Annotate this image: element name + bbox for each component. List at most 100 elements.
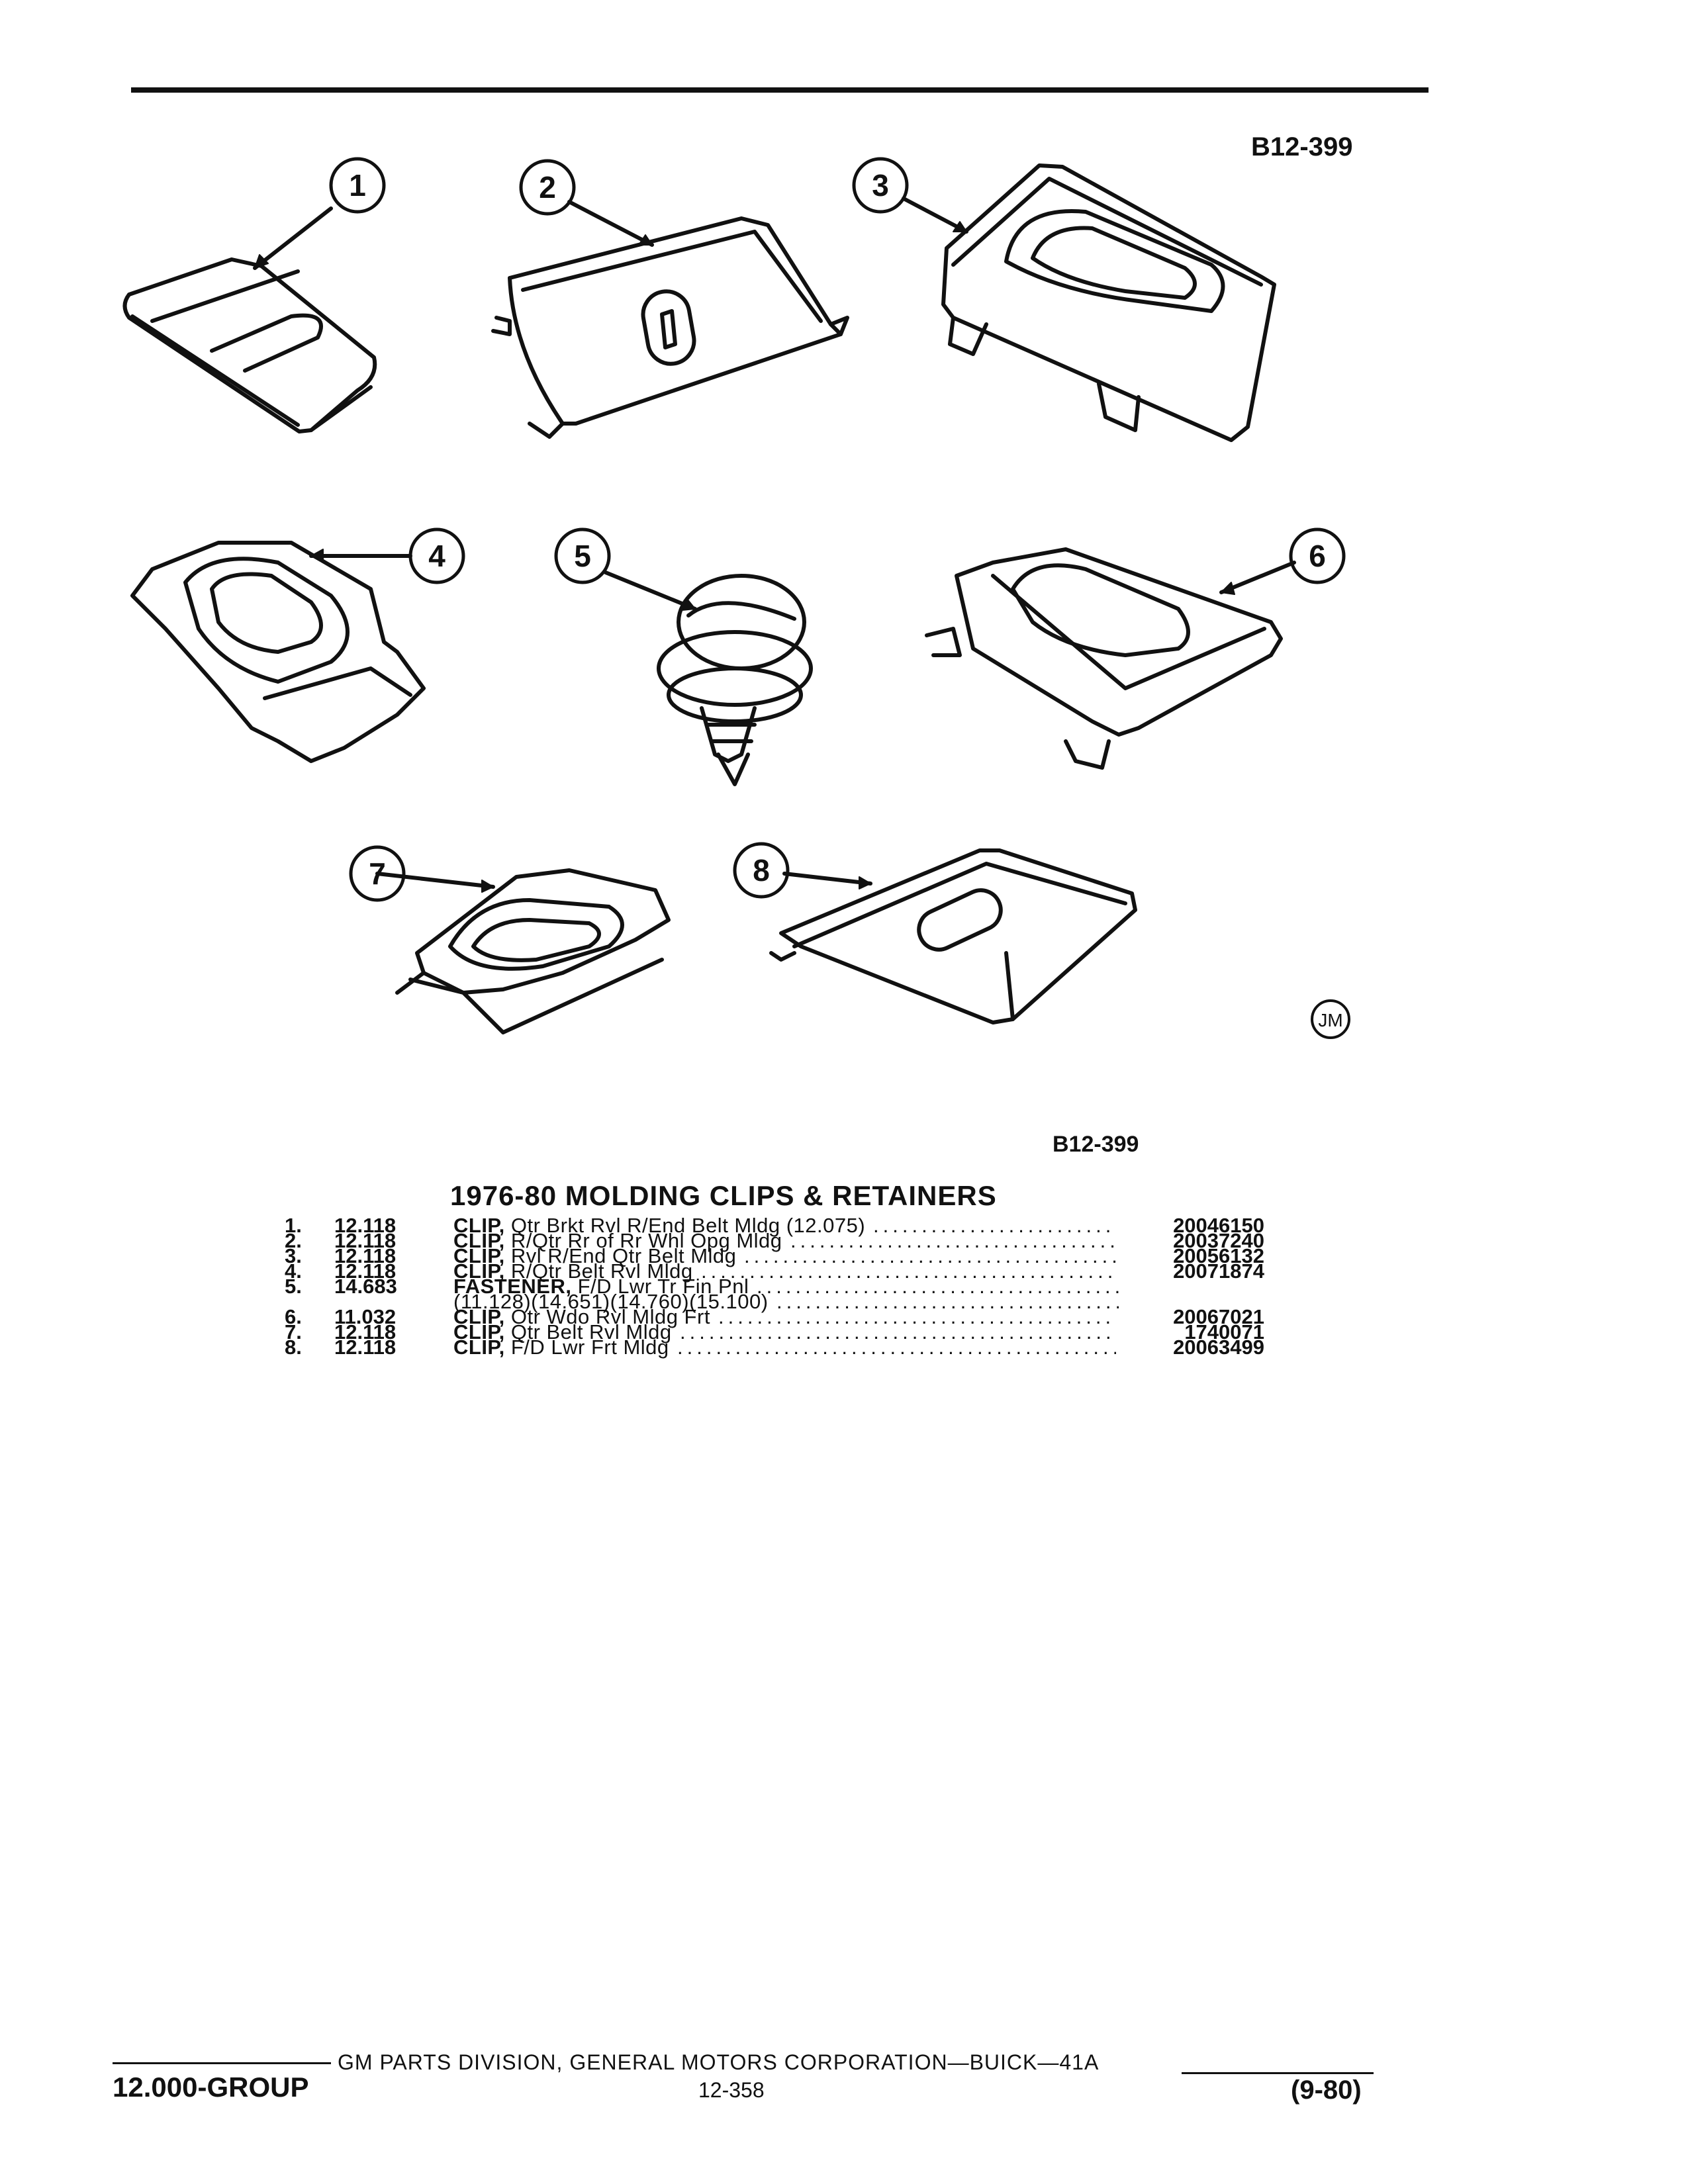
item-number: 3. — [285, 1244, 302, 1267]
group-number: 12.118 — [334, 1320, 397, 1343]
part-keyword: CLIP, — [453, 1336, 505, 1359]
figure-code-top: B12-399 — [1251, 132, 1353, 161]
part-description-text: F/D Lwr Tr Fin Pnl — [571, 1275, 749, 1298]
group-number: 12.118 — [334, 1259, 397, 1283]
part-description: FASTENER, F/D Lwr Tr Fin Pnl — [453, 1276, 749, 1297]
callout-label-4: 4 — [428, 539, 445, 573]
dot-leader: ........................................… — [776, 1294, 1119, 1310]
callout-label-3: 3 — [872, 168, 889, 203]
part-5-drawing — [604, 570, 813, 786]
part-description-text: (11.128)(14.651)(14.760)(15.100) — [453, 1290, 769, 1313]
artist-mark-label: JM — [1318, 1010, 1342, 1030]
dot-leader: ........................................… — [677, 1340, 1116, 1355]
part-7-drawing — [375, 868, 671, 1034]
group-number: 12.118 — [334, 1336, 397, 1359]
part-number: 20056132 — [1173, 1244, 1264, 1267]
dot-leader: ........................................… — [718, 1309, 1116, 1325]
dot-leader: ..................................... — [873, 1218, 1116, 1234]
part-6-drawing — [925, 547, 1296, 770]
footer-rule-right — [1182, 2072, 1374, 2074]
parts-row: (11.128)(14.651)(14.760)(15.100)........… — [285, 1291, 1264, 1312]
part-keyword: CLIP, — [453, 1259, 505, 1283]
part-description: CLIP, R/Qtr Belt Rvl Mldg — [453, 1261, 693, 1281]
callout-circle-7 — [349, 845, 406, 902]
dot-leader: ........................................… — [680, 1324, 1116, 1340]
callout-circle-8 — [733, 842, 790, 899]
callout-label-7: 7 — [369, 856, 386, 891]
group-number: 11.032 — [334, 1305, 397, 1328]
part-keyword: FASTENER, — [453, 1275, 572, 1298]
part-description: CLIP, F/D Lwr Frt Mldg — [453, 1337, 669, 1357]
artist-mark-circle — [1311, 999, 1350, 1039]
parts-row: 4. 12.118 CLIP, R/Qtr Belt Rvl Mldg 2007187… — [285, 1259, 1264, 1283]
callout-label-6: 6 — [1309, 539, 1326, 573]
part-description: (11.128)(14.651)(14.760)(15.100) — [453, 1291, 769, 1312]
part-description-text: Otr Wdo Rvl Mldg Frt — [504, 1305, 710, 1328]
item-number: 2. — [285, 1229, 302, 1252]
dot-leader: ........................................… — [757, 1279, 1119, 1295]
parts-row: 7. 12.118 CLIP, Qtr Belt Rvl Mldg 1740071..… — [285, 1320, 1264, 1343]
group-number: 12.118 — [334, 1229, 397, 1252]
part-1-drawing — [122, 206, 377, 433]
part-number: 20067021 — [1173, 1305, 1264, 1328]
part-4-drawing — [130, 541, 426, 763]
dot-leader: ........................................… — [701, 1263, 1116, 1279]
part-number: 20046150 — [1173, 1214, 1264, 1237]
part-description-text: Qtr Belt Rvl Mldg — [504, 1320, 672, 1343]
part-2-drawing — [491, 200, 849, 439]
part-keyword: CLIP, — [453, 1229, 505, 1252]
part-number: 1740071 — [1184, 1320, 1264, 1343]
parts-row: 3. 12.118 CLIP, Rvl R/End Qtr Belt Mldg 200… — [285, 1244, 1264, 1267]
callout-circle-2 — [519, 159, 576, 216]
parts-row: 2. 12.118 CLIP, R/Qtr Rr of Rr Whl Opg Mld… — [285, 1229, 1264, 1252]
part-keyword: CLIP, — [453, 1214, 505, 1237]
footer-rule-left — [113, 2062, 331, 2064]
part-description: CLIP, Otr Wdo Rvl Mldg Frt — [453, 1306, 710, 1327]
callout-circle-4 — [408, 527, 465, 584]
part-description: CLIP, Rvl R/End Qtr Belt Mldg — [453, 1246, 736, 1266]
dot-leader: ........................................… — [790, 1233, 1116, 1249]
part-description: CLIP, Qtr Belt Rvl Mldg — [453, 1322, 672, 1342]
part-description-text: F/D Lwr Frt Mldg — [504, 1336, 669, 1359]
dot-leader: ........................................… — [744, 1248, 1116, 1264]
figure-code-caption: B12-399 — [1053, 1132, 1139, 1157]
top-rule — [131, 87, 1429, 93]
footer-corporation: GM PARTS DIVISION, GENERAL MOTORS CORPOR… — [338, 2050, 1100, 2074]
part-description-text: R/Qtr Belt Rvl Mldg — [504, 1259, 693, 1283]
group-number: 12.118 — [334, 1214, 397, 1237]
item-number: 5. — [285, 1275, 302, 1298]
group-number: 12.118 — [334, 1244, 397, 1267]
item-number: 6. — [285, 1305, 302, 1328]
part-3-drawing — [902, 163, 1276, 442]
part-description: CLIP, Qtr Brkt Rvl R/End Belt Mldg (12.0… — [453, 1215, 865, 1236]
part-description: CLIP, R/Qtr Rr of Rr Whl Opg Mldg — [453, 1230, 782, 1251]
part-keyword: CLIP, — [453, 1244, 505, 1267]
callout-group — [329, 157, 1350, 1039]
part-number: 20037240 — [1173, 1229, 1264, 1252]
part-keyword: CLIP, — [453, 1305, 505, 1328]
footer-date: (9-80) — [1291, 2075, 1362, 2105]
item-number: 4. — [285, 1259, 302, 1283]
callout-circle-5 — [554, 527, 611, 584]
part-description-text: R/Qtr Rr of Rr Whl Opg Mldg — [504, 1229, 782, 1252]
item-number: 7. — [285, 1320, 302, 1343]
part-keyword: CLIP, — [453, 1320, 505, 1343]
item-number: 8. — [285, 1336, 302, 1359]
part-description-text: Rvl R/End Qtr Belt Mldg — [504, 1244, 737, 1267]
parts-row: 8. 12.118 CLIP, F/D Lwr Frt Mldg 20063499..… — [285, 1336, 1264, 1359]
callout-label-8: 8 — [753, 853, 770, 887]
part-number: 20071874 — [1173, 1259, 1264, 1283]
footer-page-number: 12-358 — [698, 2078, 765, 2102]
callout-circle-3 — [852, 157, 909, 214]
part-8-drawing — [769, 848, 1137, 1024]
callout-circle-6 — [1289, 527, 1346, 584]
parts-illustration: 1 2 3 4 5 6 7 8 JM — [122, 157, 1350, 1039]
parts-row: 5. 14.683 FASTENER, F/D Lwr Tr Fin Pnl....… — [285, 1275, 1264, 1298]
callout-label-1: 1 — [349, 168, 366, 203]
group-number: 14.683 — [334, 1275, 397, 1298]
part-number: 20063499 — [1173, 1336, 1264, 1359]
part-description-text: Qtr Brkt Rvl R/End Belt Mldg (12.075) — [504, 1214, 866, 1237]
footer-group: 12.000-GROUP — [113, 2071, 309, 2103]
